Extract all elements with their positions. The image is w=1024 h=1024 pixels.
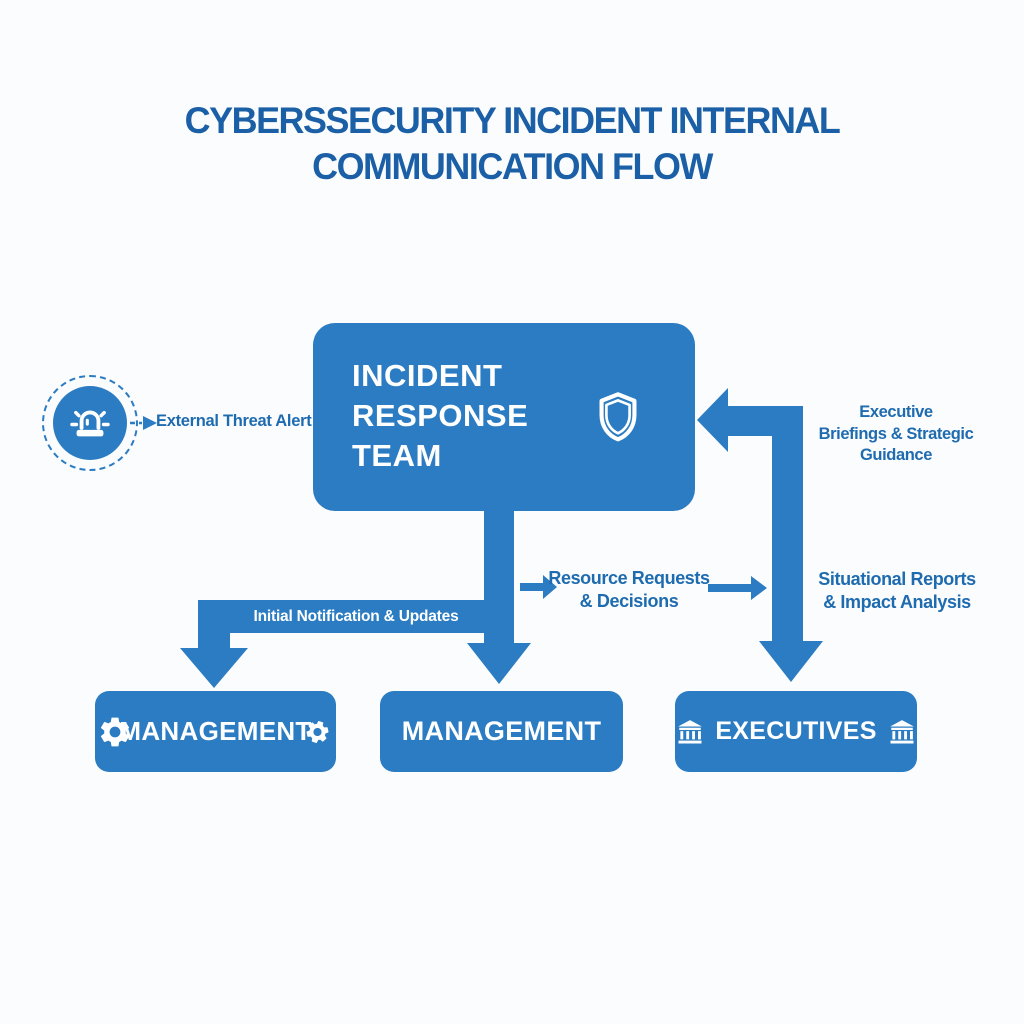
executive-briefings-label: Executive Briefings & Strategic Guidance <box>818 403 974 464</box>
siren-icon <box>70 410 110 437</box>
initial-notification-bar: Initial Notification & Updates <box>198 600 514 633</box>
alert-connector-arrowhead <box>143 416 157 430</box>
resource-requests-arrow-right <box>708 576 767 600</box>
shield-icon <box>599 392 637 442</box>
management-left-box: MANAGEMENT <box>95 691 336 772</box>
executives-box: EXECUTIVES <box>675 691 917 772</box>
incident-response-team-box: INCIDENT RESPONSE TEAM <box>313 323 695 511</box>
gear-icon <box>306 720 329 743</box>
executives-elbow-double-arrow <box>697 388 823 682</box>
situational-reports-label: Situational Reports & Impact Analysis <box>818 569 976 612</box>
down-arrow-to-management-center <box>467 505 531 684</box>
initial-notification-label: Initial Notification & Updates <box>253 607 459 625</box>
down-arrow-to-management-left <box>180 632 248 688</box>
resource-requests-label: Resource Requests & Decisions <box>548 568 710 611</box>
bank-icon <box>678 719 703 743</box>
external-threat-alert-label: External Threat Alert <box>156 412 312 430</box>
bank-icon <box>889 719 914 743</box>
management-left-label: MANAGEMENT <box>119 716 312 746</box>
diagram-title: CYBERSSECURITY INCIDENT INTERNAL COMMUNI… <box>15 98 1008 190</box>
resource-requests-arrow-left <box>520 575 557 599</box>
alert-dashed-ring <box>42 375 138 471</box>
incident-response-team-label: INCIDENT RESPONSE TEAM <box>352 358 529 473</box>
title-line-2: COMMUNICATION FLOW <box>312 146 713 187</box>
gear-icon <box>100 717 130 746</box>
management-center-label: MANAGEMENT <box>401 716 602 746</box>
management-center-box: MANAGEMENT <box>380 691 623 772</box>
executives-label: EXECUTIVES <box>715 717 877 745</box>
title-line-1: CYBERSSECURITY INCIDENT INTERNAL <box>184 100 841 141</box>
alert-circle <box>53 386 127 460</box>
